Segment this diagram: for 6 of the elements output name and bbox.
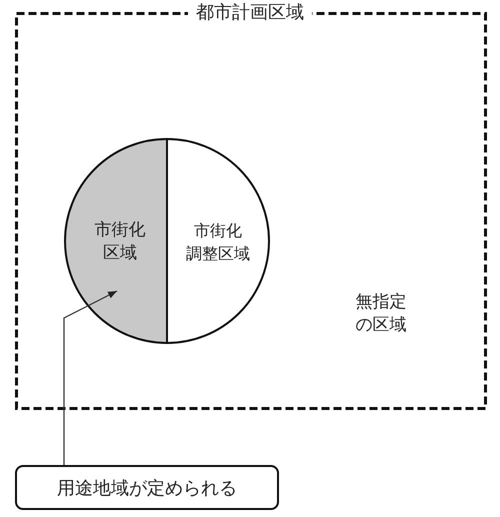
- leader-arrow: [63, 290, 118, 465]
- area-label: 市街化区域: [94, 219, 146, 265]
- note-box: 用途地域が定められる: [15, 465, 279, 510]
- area-label: 市街化調整区域: [186, 220, 250, 265]
- region-heading: 都市計画区域: [188, 0, 312, 24]
- region-label: 無指定の区域: [356, 291, 406, 337]
